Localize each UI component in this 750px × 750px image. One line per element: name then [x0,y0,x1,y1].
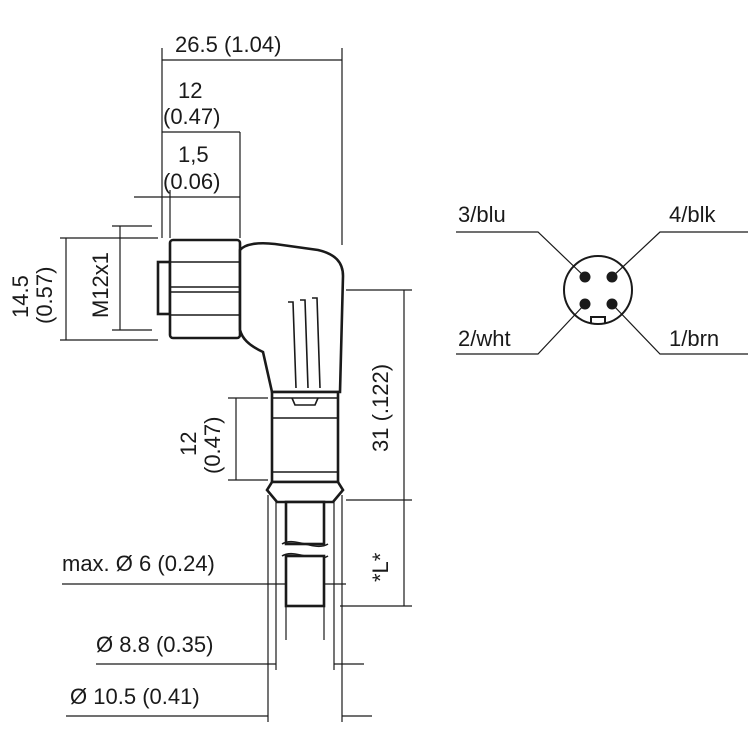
bottom-dimensions [62,495,372,722]
right-dimensions [340,289,412,607]
thread-label: M12x1 [88,252,113,318]
sleeve-length-value: 12 [176,432,201,456]
diameter-2-label: Ø 10.5 (0.41) [70,684,200,709]
diameter-1-label: Ø 8.8 (0.35) [96,632,213,657]
sleeve-length-inch: (0.47) [200,417,225,474]
pin2-label: 2/wht [458,326,511,351]
connector-body [156,238,345,608]
coupling-width-inch: (0.47) [163,104,220,129]
offset-value: 1,5 [178,142,209,167]
sleeve-dimension [228,397,268,481]
cable-diameter-label: max. Ø 6 (0.24) [62,551,215,576]
pin1-label: 1/brn [669,326,719,351]
top-dimensions [134,48,343,245]
left-dimensions [60,225,158,341]
pinout-diagram [456,231,748,355]
pin3-label: 3/blu [458,202,506,227]
body-length-label: 31 (.122) [368,364,393,452]
pin4-label: 4/blk [669,202,716,227]
height-inch: (0.57) [32,267,57,324]
offset-inch: (0.06) [163,169,220,194]
height-value: 14.5 [8,275,33,318]
coupling-width-value: 12 [178,78,202,103]
overall-width-label: 26.5 (1.04) [175,32,281,57]
cable-length-label: *L* [368,552,393,582]
